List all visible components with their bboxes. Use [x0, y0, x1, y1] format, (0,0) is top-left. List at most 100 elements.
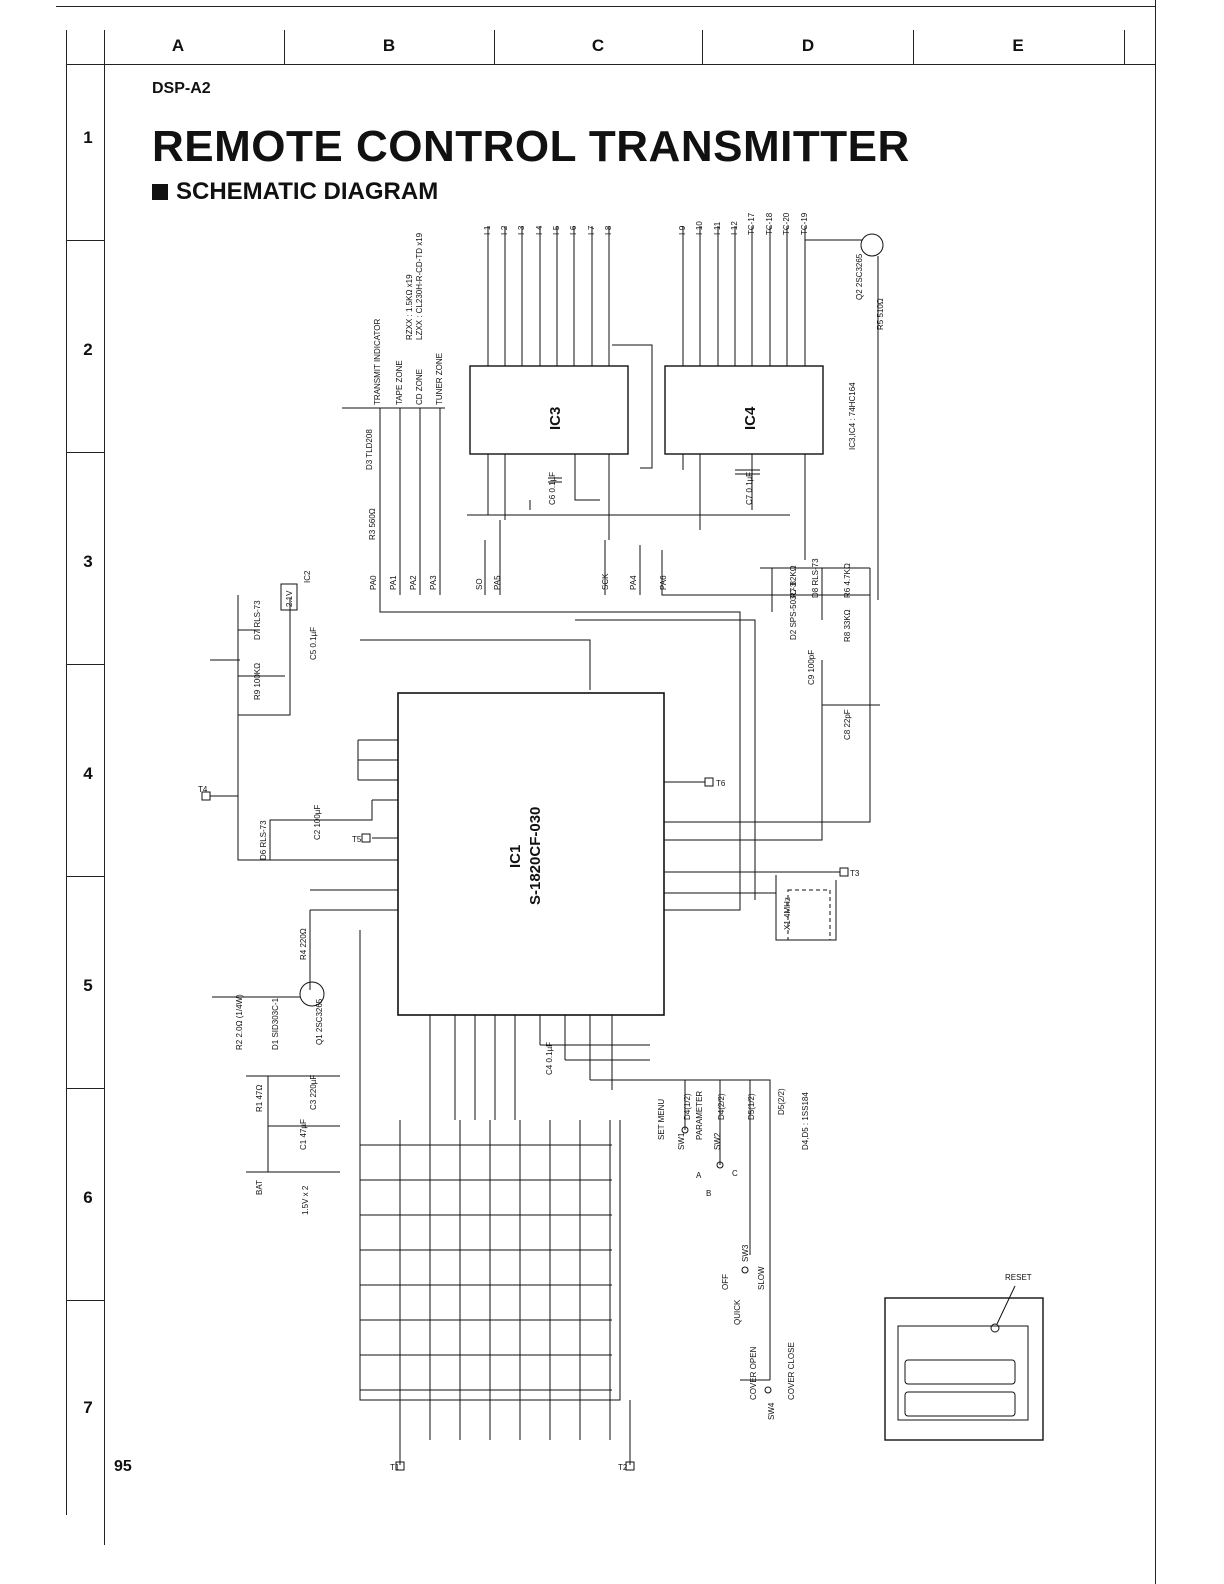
t1-testpoint [395, 1461, 405, 1471]
vddr-line [237, 715, 398, 861]
reset-label: RESET [1005, 1273, 1032, 1282]
model-name: DSP-A2 [152, 80, 211, 97]
component-labels: R3 560Ω D3 TLD208 R9 100KΩ D7 RLS-73 C5 … [235, 253, 885, 1215]
d5b-label: D5(2/2) [777, 1088, 786, 1115]
r7-label: R7 82KΩ [789, 565, 798, 598]
port-labels: PA0 PA1 PA2 PA3 SO PA5 SCK PA4 PA6 [369, 573, 668, 590]
sw4-label: SW4 [767, 1402, 776, 1420]
sw1-b-label: PARAMETER [695, 1091, 704, 1140]
page-number: 95 [114, 1458, 132, 1475]
output-labels-left: I-1 I-2 I-3 I-4 I-5 I-6 I-7 I-8 [483, 225, 613, 235]
c4-label: C4 0.1µF [545, 1042, 554, 1075]
r2-label: R2 2.0Ω (1/4W) [235, 994, 244, 1050]
c5-label: C5 0.1µF [309, 627, 318, 660]
port-label: PA3 [429, 575, 438, 590]
remote-body-outline [897, 1325, 1029, 1421]
output-label: I-9 [678, 225, 687, 235]
sw1-a-label: SET MENU [657, 1099, 666, 1140]
q1-label: Q1 2SC3265 [315, 998, 324, 1045]
sw4-b-label: COVER CLOSE [787, 1342, 796, 1400]
x1-label: X1 4MHz [783, 897, 792, 930]
switch-labels: SW1 SET MENU PARAMETER SW2 A B C SW3 OFF… [657, 1091, 796, 1420]
indicator-lines [342, 407, 445, 595]
ic2-value: 2.1V [285, 590, 294, 607]
output-label: I-1 [483, 225, 492, 235]
grid-row-separator [66, 876, 104, 877]
grid-row-label: 3 [83, 552, 93, 571]
d1-label: D1 SID303C-1 [271, 997, 280, 1050]
output-label: I-2 [500, 225, 509, 235]
q2-lines [805, 239, 879, 600]
d3-label: D3 TLD208 [365, 429, 374, 470]
indicator-note: TRANSMIT INDICATOR [373, 319, 382, 405]
c8-label: C8 22pF [843, 709, 852, 740]
rz-note: RZXX : 1.5KΩ x19 [405, 274, 414, 340]
power-lines [246, 1075, 340, 1173]
test-point-label: T2 [618, 1463, 628, 1472]
ic2-body [280, 583, 298, 611]
ic1-top-bus [360, 619, 756, 900]
q2-transistor-icon [860, 233, 884, 257]
grid-row-separator [66, 240, 104, 241]
output-label: I-5 [552, 225, 561, 235]
q1-transistor-icon [299, 981, 325, 1007]
grid-row-label: 7 [83, 1398, 93, 1417]
grid-column-label: C [591, 36, 605, 55]
output-label: I-8 [604, 225, 613, 235]
t3-testpoint [839, 867, 849, 877]
sw4-a-label: COVER OPEN [749, 1346, 758, 1400]
ic1-left-pins [357, 739, 398, 801]
ic4-bottom-pins [682, 454, 806, 560]
c7-label: C7 0.1µF [745, 472, 754, 505]
reset-leader [996, 1285, 1016, 1325]
ic1-part: S-1820CF-030 [527, 807, 544, 905]
test-point-label: T6 [716, 779, 726, 788]
d45-note: D4,D5 : 1SS184 [801, 1092, 810, 1150]
test-point-label: T3 [850, 869, 860, 878]
matrix-rows [360, 1144, 612, 1391]
ic4-body [664, 365, 824, 455]
t6-testpoint [704, 777, 714, 787]
c3-label: C3 220µF [309, 1075, 318, 1110]
port-label: SO [475, 578, 484, 590]
port-label: PA4 [629, 575, 638, 590]
sw2-b-label: B [706, 1189, 711, 1198]
left-border [66, 30, 67, 1515]
ic2-network [210, 595, 291, 716]
sw2-label: SW2 [713, 1132, 722, 1150]
oscillator-network [664, 567, 871, 841]
ic3-body [469, 365, 629, 455]
grid-column-label: A [171, 36, 185, 55]
cnhigh-rmout-lines [309, 889, 398, 990]
d4b-label: D4(2/2) [717, 1093, 726, 1120]
d7-label: D7 RLS-73 [253, 600, 262, 640]
ic4-ref: IC4 [742, 406, 759, 430]
grid-row-label: 5 [83, 976, 93, 995]
page-title: REMOTE CONTROL TRANSMITTER [152, 122, 910, 171]
output-labels-right: I-9 I-10 I-11 I-12 TC-17 TC-18 TC-20 TC-… [678, 212, 809, 235]
sw2-a-label: A [696, 1171, 702, 1180]
port-label: PA2 [409, 575, 418, 590]
port-lines [484, 520, 871, 600]
output-label: TC-19 [800, 212, 809, 235]
sw3-label: SW3 [741, 1244, 750, 1262]
t5-testpoint [361, 833, 371, 843]
test-point-label: T4 [198, 785, 208, 794]
ic1-body [397, 692, 665, 1016]
output-label: TC-17 [747, 212, 756, 235]
c6-label: C6 0.1µF [548, 472, 557, 505]
sense-lines [540, 1044, 771, 1120]
ic3-bottom-pins [487, 454, 610, 540]
switch-lines [684, 1080, 771, 1381]
reset-button-icon [990, 1323, 1000, 1333]
sw3-contact [741, 1266, 749, 1274]
battery-slot-2 [904, 1391, 1016, 1417]
grid-col-separator [913, 30, 914, 64]
ic34-note: IC3,IC4 : 74HC164 [848, 382, 857, 450]
r6-label: R6 4.7KΩ [843, 563, 852, 598]
r9-label: R9 100KΩ [253, 663, 262, 700]
c1-label: C1 47µF [299, 1119, 308, 1150]
sw3-a-label: OFF [721, 1274, 730, 1290]
output-label: I-3 [517, 225, 526, 235]
